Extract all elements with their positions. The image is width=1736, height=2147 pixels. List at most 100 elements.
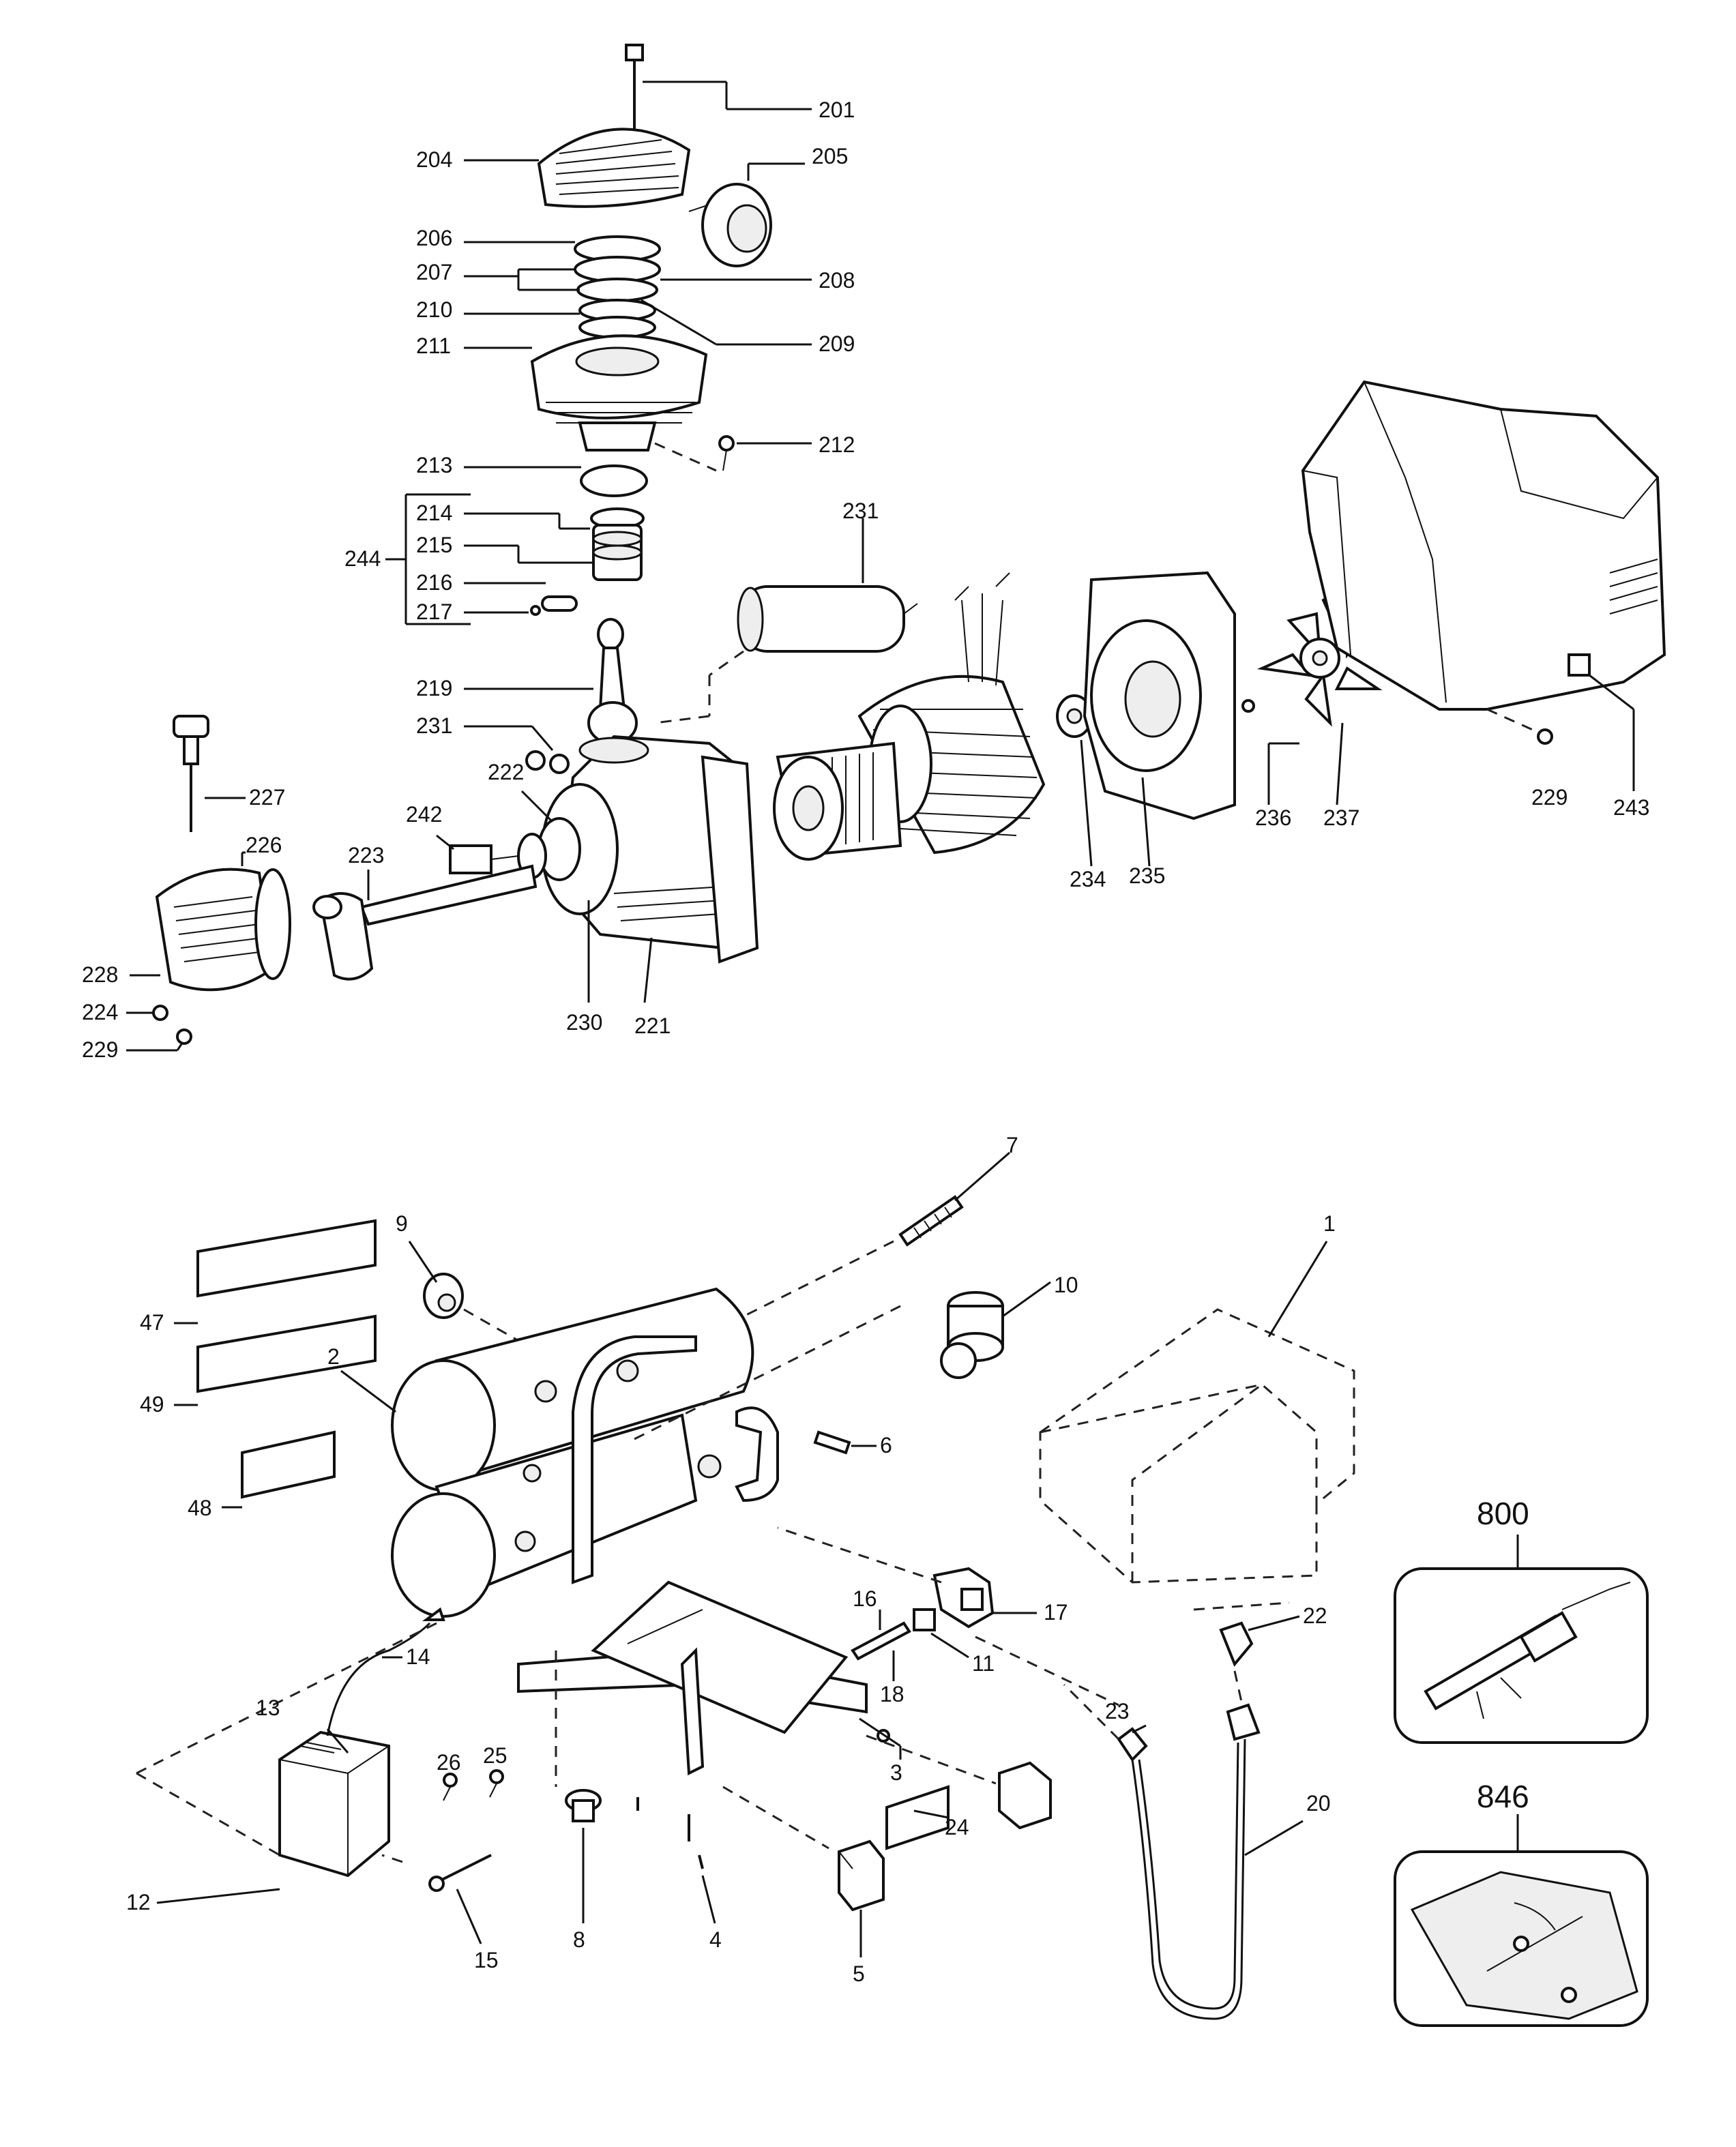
- box-12: [136, 1607, 445, 1904]
- callout-234: 234: [1070, 867, 1106, 891]
- callout-209: 209: [819, 331, 855, 356]
- callout-221: 221: [634, 1013, 671, 1038]
- shroud-1: [1039, 1241, 1355, 1584]
- callout-10: 10: [1054, 1273, 1078, 1297]
- callout-244: 244: [344, 546, 381, 571]
- capacitor-231: [654, 518, 918, 724]
- callout-15: 15: [474, 1948, 499, 1972]
- screw-229: [1486, 708, 1553, 745]
- foot-box: [866, 1734, 1052, 1830]
- callout-216: 216: [416, 570, 452, 595]
- callout-205: 205: [812, 144, 848, 168]
- callout-231-nut: 231: [416, 713, 452, 738]
- callout-208: 208: [819, 268, 855, 293]
- fitting-6: [813, 1430, 877, 1455]
- end-bell-235: [1083, 571, 1236, 867]
- callout-18: 18: [880, 1682, 904, 1706]
- callout-23: 23: [1105, 1699, 1130, 1723]
- seal-222: [520, 790, 581, 881]
- valve-17: [777, 1526, 1119, 1706]
- callout-237: 237: [1323, 805, 1359, 830]
- callout-228: 228: [82, 962, 118, 987]
- bolt-15: [428, 1854, 492, 1944]
- callout-207: 207: [416, 260, 452, 284]
- crankshaft-223: [312, 864, 538, 981]
- screws-25-26: [443, 1769, 504, 1801]
- callout-9: 9: [396, 1211, 408, 1236]
- callout-229-shroud: 229: [1531, 785, 1568, 810]
- callout-217: 217: [416, 599, 452, 624]
- air-filter-205: [688, 162, 805, 267]
- callout-14: 14: [406, 1644, 430, 1669]
- callout-231-capacitor: 231: [842, 499, 879, 523]
- callout-846: 846: [1477, 1779, 1529, 1814]
- base-3: [859, 1717, 902, 1760]
- callout-8: 8: [573, 1927, 585, 1952]
- frame-handle: [517, 1335, 868, 1776]
- callout-219: 219: [416, 676, 452, 700]
- cylinder-211: [464, 334, 708, 451]
- callout-215: 215: [416, 533, 452, 557]
- drain-valve-8: [555, 1650, 602, 1923]
- shroud-243: [1301, 380, 1666, 791]
- fitting-22: [1193, 1601, 1300, 1667]
- callout-212: 212: [819, 432, 855, 457]
- callout-214: 214: [416, 501, 452, 525]
- pump-motor-assembly: [126, 44, 1666, 1052]
- callout-800: 800: [1477, 1496, 1529, 1531]
- callout-211: 211: [416, 334, 451, 358]
- piston-group-244: [385, 493, 645, 625]
- callout-26: 26: [437, 1750, 461, 1775]
- callout-230: 230: [566, 1010, 602, 1035]
- callout-3: 3: [890, 1760, 902, 1785]
- hose-20: [1063, 1670, 1304, 2020]
- nut-231: [464, 725, 570, 774]
- callout-224: 224: [82, 1000, 118, 1024]
- callout-22: 22: [1303, 1603, 1327, 1628]
- hose-7: [736, 1151, 1010, 1321]
- callout-49: 49: [140, 1392, 164, 1417]
- cap-9: [408, 1241, 560, 1365]
- label-decals: [174, 1219, 377, 1509]
- screw-212: [654, 435, 812, 472]
- callout-17: 17: [1044, 1600, 1068, 1625]
- motor-stator-rotor: [773, 572, 1046, 861]
- pressure-switch-10: [634, 1281, 1051, 1440]
- label-24: [722, 1785, 950, 1850]
- callout-213: 213: [416, 453, 452, 477]
- callout-242: 242: [406, 802, 442, 827]
- callout-labels: 201 204 205 206 207 208 209 210 211 212 …: [82, 98, 1649, 1986]
- callout-222: 222: [488, 760, 524, 784]
- callout-6: 6: [880, 1433, 892, 1457]
- kit-800: [1394, 1535, 1649, 1744]
- callout-229-cover: 229: [82, 1037, 118, 1062]
- callout-236: 236: [1255, 805, 1291, 830]
- cylinder-head-204: [464, 128, 691, 208]
- tank-frame-assembly: [136, 1151, 1355, 2020]
- connecting-rod-219: [464, 618, 638, 745]
- callout-5: 5: [853, 1961, 865, 1986]
- callout-7: 7: [1006, 1133, 1018, 1157]
- foot-5: [838, 1839, 885, 1957]
- callout-226: 226: [246, 833, 282, 857]
- callout-4: 4: [709, 1927, 722, 1952]
- kit-846: [1394, 1814, 1649, 2027]
- screws-224-229: [126, 1005, 192, 1052]
- callout-206: 206: [416, 226, 452, 250]
- valve-plate-stack: [464, 235, 812, 346]
- callout-227: 227: [249, 785, 285, 810]
- screws-4: [636, 1797, 716, 1924]
- callout-243: 243: [1613, 795, 1649, 820]
- callout-13: 13: [256, 1696, 280, 1720]
- callout-204: 204: [416, 147, 452, 172]
- callout-12: 12: [126, 1890, 151, 1914]
- callout-25: 25: [483, 1743, 507, 1768]
- callout-11: 11: [972, 1651, 995, 1676]
- plug-227: [173, 715, 246, 832]
- callout-223: 223: [348, 843, 384, 868]
- callout-20: 20: [1306, 1791, 1331, 1816]
- callout-48: 48: [188, 1496, 212, 1520]
- cover-228: [130, 851, 291, 992]
- callout-24: 24: [945, 1815, 969, 1839]
- gasket-213: [464, 464, 648, 497]
